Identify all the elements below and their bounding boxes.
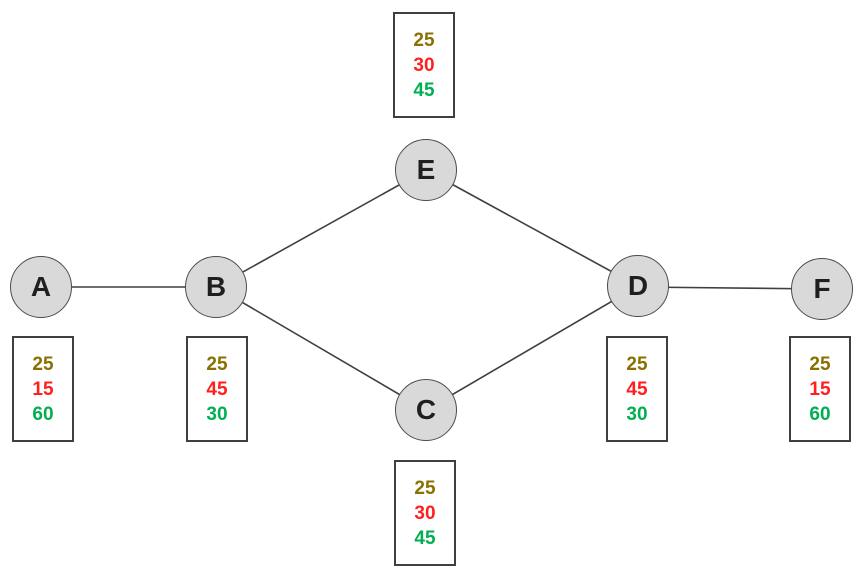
value-B-3: 30 xyxy=(206,403,228,425)
value-box-E: 25 30 45 xyxy=(393,12,455,118)
node-B-label: B xyxy=(205,271,227,302)
edge-B-E xyxy=(215,169,427,288)
value-A-3: 60 xyxy=(32,403,54,425)
node-D-label: D xyxy=(627,270,649,301)
value-A-2: 15 xyxy=(32,378,54,400)
value-F-3: 60 xyxy=(809,403,831,425)
value-B-1: 25 xyxy=(206,353,228,375)
value-C-1: 25 xyxy=(414,477,436,499)
node-E: E xyxy=(395,139,457,201)
node-F-label: F xyxy=(813,273,831,304)
edge-B-C xyxy=(215,286,427,411)
edge-C-D xyxy=(425,285,639,411)
value-A-1: 25 xyxy=(32,353,54,375)
value-F-2: 15 xyxy=(809,378,831,400)
node-F: F xyxy=(791,258,853,320)
value-box-F: 25 15 60 xyxy=(789,336,851,442)
value-D-2: 45 xyxy=(626,378,648,400)
edge-E-D xyxy=(425,169,639,287)
value-B-2: 45 xyxy=(206,378,228,400)
value-box-A: 25 15 60 xyxy=(12,336,74,442)
value-box-C: 25 30 45 xyxy=(394,460,456,566)
value-C-3: 45 xyxy=(414,527,436,549)
node-D: D xyxy=(607,255,669,317)
node-C-label: C xyxy=(415,394,437,425)
value-E-1: 25 xyxy=(413,29,435,51)
value-E-2: 30 xyxy=(413,54,435,76)
node-A-label: A xyxy=(30,271,52,302)
node-A: A xyxy=(10,256,72,318)
node-B: B xyxy=(185,256,247,318)
value-E-3: 45 xyxy=(413,79,435,101)
value-D-1: 25 xyxy=(626,353,648,375)
value-D-3: 30 xyxy=(626,403,648,425)
node-C: C xyxy=(395,379,457,441)
value-C-2: 30 xyxy=(414,502,436,524)
node-E-label: E xyxy=(416,154,436,185)
value-F-1: 25 xyxy=(809,353,831,375)
value-box-D: 25 45 30 xyxy=(606,336,668,442)
value-box-B: 25 45 30 xyxy=(186,336,248,442)
